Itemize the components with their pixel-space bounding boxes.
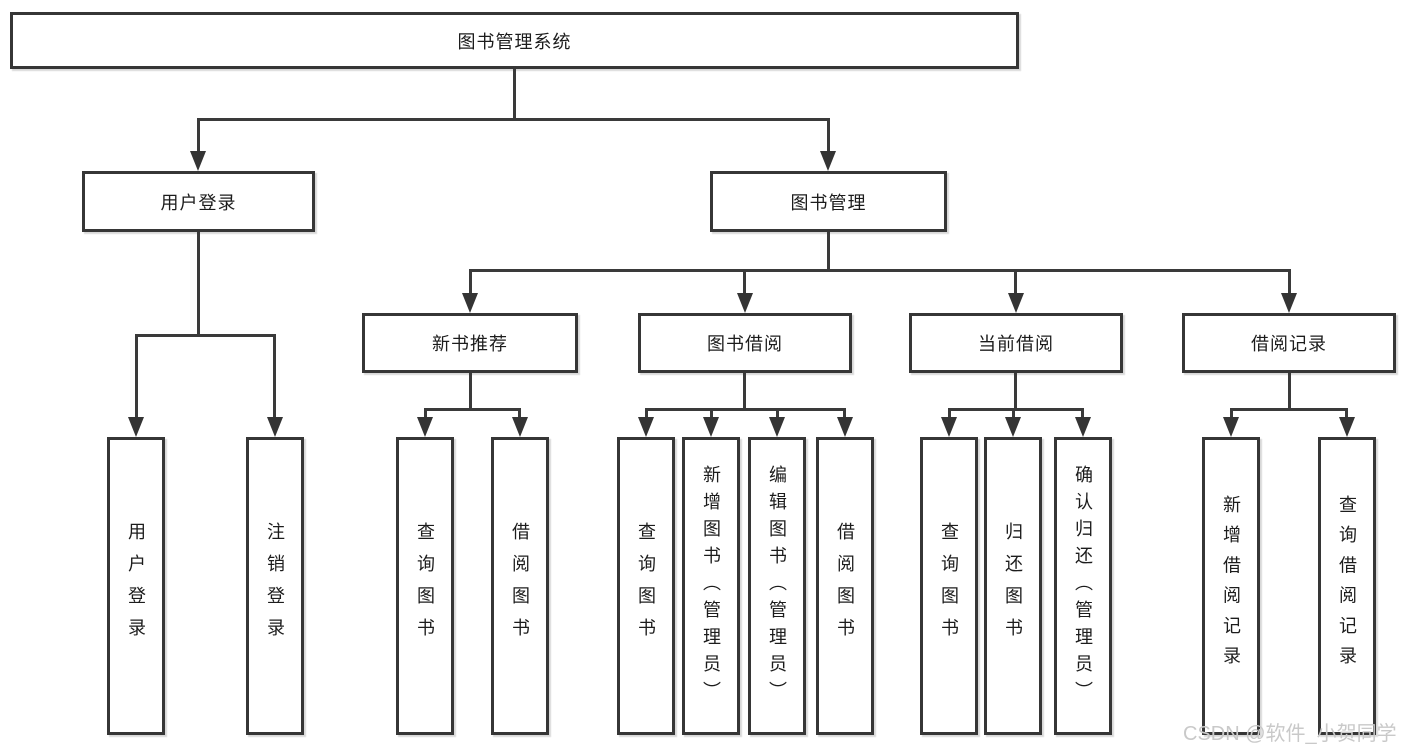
arrow-down-icon (267, 417, 283, 437)
leaf-cb-return-books: 归还图书 (984, 437, 1042, 735)
arrow-down-icon (1339, 417, 1355, 437)
leaf-nb-query-books: 查询图书 (396, 437, 454, 735)
connector-user-login-stem (197, 232, 200, 335)
arrow-down-icon (1223, 417, 1239, 437)
leaf-user-login: 用户登录 (107, 437, 165, 735)
arrow-down-icon (1008, 293, 1024, 313)
connector-bb-edit-drop (776, 408, 779, 420)
node-new-book-recommend: 新书推荐 (362, 313, 578, 373)
node-user-login: 用户登录 (82, 171, 315, 232)
arrow-down-icon (737, 293, 753, 313)
leaf-br-add-record-label: 新增借阅记录 (1221, 495, 1241, 677)
node-new-book-recommend-label: 新书推荐 (432, 334, 508, 354)
leaf-br-query-record: 查询借阅记录 (1318, 437, 1376, 735)
connector-borrow-records-stem (1288, 373, 1291, 409)
leaf-nb-borrow-books-label: 借阅图书 (510, 521, 530, 651)
connector-book-borrow-bus (645, 408, 846, 411)
connector-leaf-logout-drop (273, 334, 276, 419)
node-borrow-records-label: 借阅记录 (1251, 334, 1327, 354)
connector-br-query-drop (1345, 408, 1348, 420)
leaf-bb-borrow-books: 借阅图书 (816, 437, 874, 735)
connector-current-borrow-drop (1014, 269, 1017, 295)
connector-cb-confirm-drop (1081, 408, 1084, 420)
leaf-nb-query-books-label: 查询图书 (415, 521, 435, 651)
arrow-down-icon (820, 151, 836, 171)
leaf-bb-borrow-books-label: 借阅图书 (835, 521, 855, 651)
leaf-cb-query-books-label: 查询图书 (939, 521, 959, 651)
arrow-down-icon (837, 417, 853, 437)
arrow-down-icon (417, 417, 433, 437)
arrow-down-icon (512, 417, 528, 437)
arrow-down-icon (941, 417, 957, 437)
connector-cb-return-drop (1012, 408, 1015, 420)
arrow-down-icon (128, 417, 144, 437)
node-root-label: 图书管理系统 (457, 31, 572, 52)
connector-nb-borrow-drop (518, 408, 521, 420)
connector-book-management-bus (469, 269, 1291, 272)
connector-root-stem (513, 69, 516, 120)
connector-current-borrow-stem (1014, 373, 1017, 409)
leaf-logout: 注销登录 (246, 437, 304, 735)
leaf-cb-return-books-label: 归还图书 (1003, 521, 1023, 651)
leaf-cb-query-books: 查询图书 (920, 437, 978, 735)
connector-new-book-stem (469, 373, 472, 409)
arrow-down-icon (190, 151, 206, 171)
connector-new-book-bus (424, 408, 521, 411)
leaf-bb-query-books-label: 查询图书 (636, 521, 656, 651)
connector-book-borrow-stem (743, 373, 746, 409)
node-current-borrow: 当前借阅 (909, 313, 1123, 373)
connector-book-management-stem (827, 232, 830, 270)
connector-root-bus (197, 118, 830, 121)
leaf-br-query-record-label: 查询借阅记录 (1337, 495, 1357, 677)
connector-book-borrow-drop (743, 269, 746, 295)
leaf-bb-add-books-label: 新增图书（管理员） (701, 464, 721, 708)
connector-bb-query-drop (645, 408, 648, 420)
connector-new-book-drop (469, 269, 472, 295)
connector-nb-query-drop (424, 408, 427, 420)
connector-leaf-user-login-drop (135, 334, 138, 419)
connector-br-add-drop (1230, 408, 1233, 420)
node-root: 图书管理系统 (10, 12, 1019, 69)
leaf-bb-add-books: 新增图书（管理员） (682, 437, 740, 735)
arrow-down-icon (769, 417, 785, 437)
arrow-down-icon (1075, 417, 1091, 437)
arrow-down-icon (638, 417, 654, 437)
arrow-down-icon (703, 417, 719, 437)
leaf-cb-confirm-return-label: 确认归还（管理员） (1073, 464, 1093, 708)
csdn-watermark: CSDN @软件_小贺同学 (1183, 723, 1397, 745)
leaf-logout-label: 注销登录 (265, 521, 285, 651)
leaf-nb-borrow-books: 借阅图书 (491, 437, 549, 735)
connector-book-management-drop (827, 118, 830, 152)
leaf-bb-edit-books: 编辑图书（管理员） (748, 437, 806, 735)
connector-borrow-records-bus (1230, 408, 1348, 411)
node-user-login-label: 用户登录 (160, 192, 237, 213)
leaf-cb-confirm-return: 确认归还（管理员） (1054, 437, 1112, 735)
leaf-bb-edit-books-label: 编辑图书（管理员） (767, 464, 787, 708)
leaf-user-login-label: 用户登录 (126, 521, 146, 651)
node-book-management: 图书管理 (710, 171, 947, 232)
connector-user-login-bus (135, 334, 276, 337)
node-book-borrow-label: 图书借阅 (707, 334, 783, 354)
node-current-borrow-label: 当前借阅 (978, 334, 1054, 354)
connector-borrow-records-drop (1288, 269, 1291, 295)
node-borrow-records: 借阅记录 (1182, 313, 1396, 373)
arrow-down-icon (462, 293, 478, 313)
connector-bb-add-drop (710, 408, 713, 420)
connector-cb-query-drop (948, 408, 951, 420)
leaf-bb-query-books: 查询图书 (617, 437, 675, 735)
arrow-down-icon (1005, 417, 1021, 437)
connector-user-login-drop (197, 118, 200, 152)
node-book-borrow: 图书借阅 (638, 313, 852, 373)
leaf-br-add-record: 新增借阅记录 (1202, 437, 1260, 735)
connector-bb-borrow-drop (843, 408, 846, 420)
arrow-down-icon (1281, 293, 1297, 313)
node-book-management-label: 图书管理 (790, 192, 867, 213)
connector-current-borrow-bus (948, 408, 1084, 411)
